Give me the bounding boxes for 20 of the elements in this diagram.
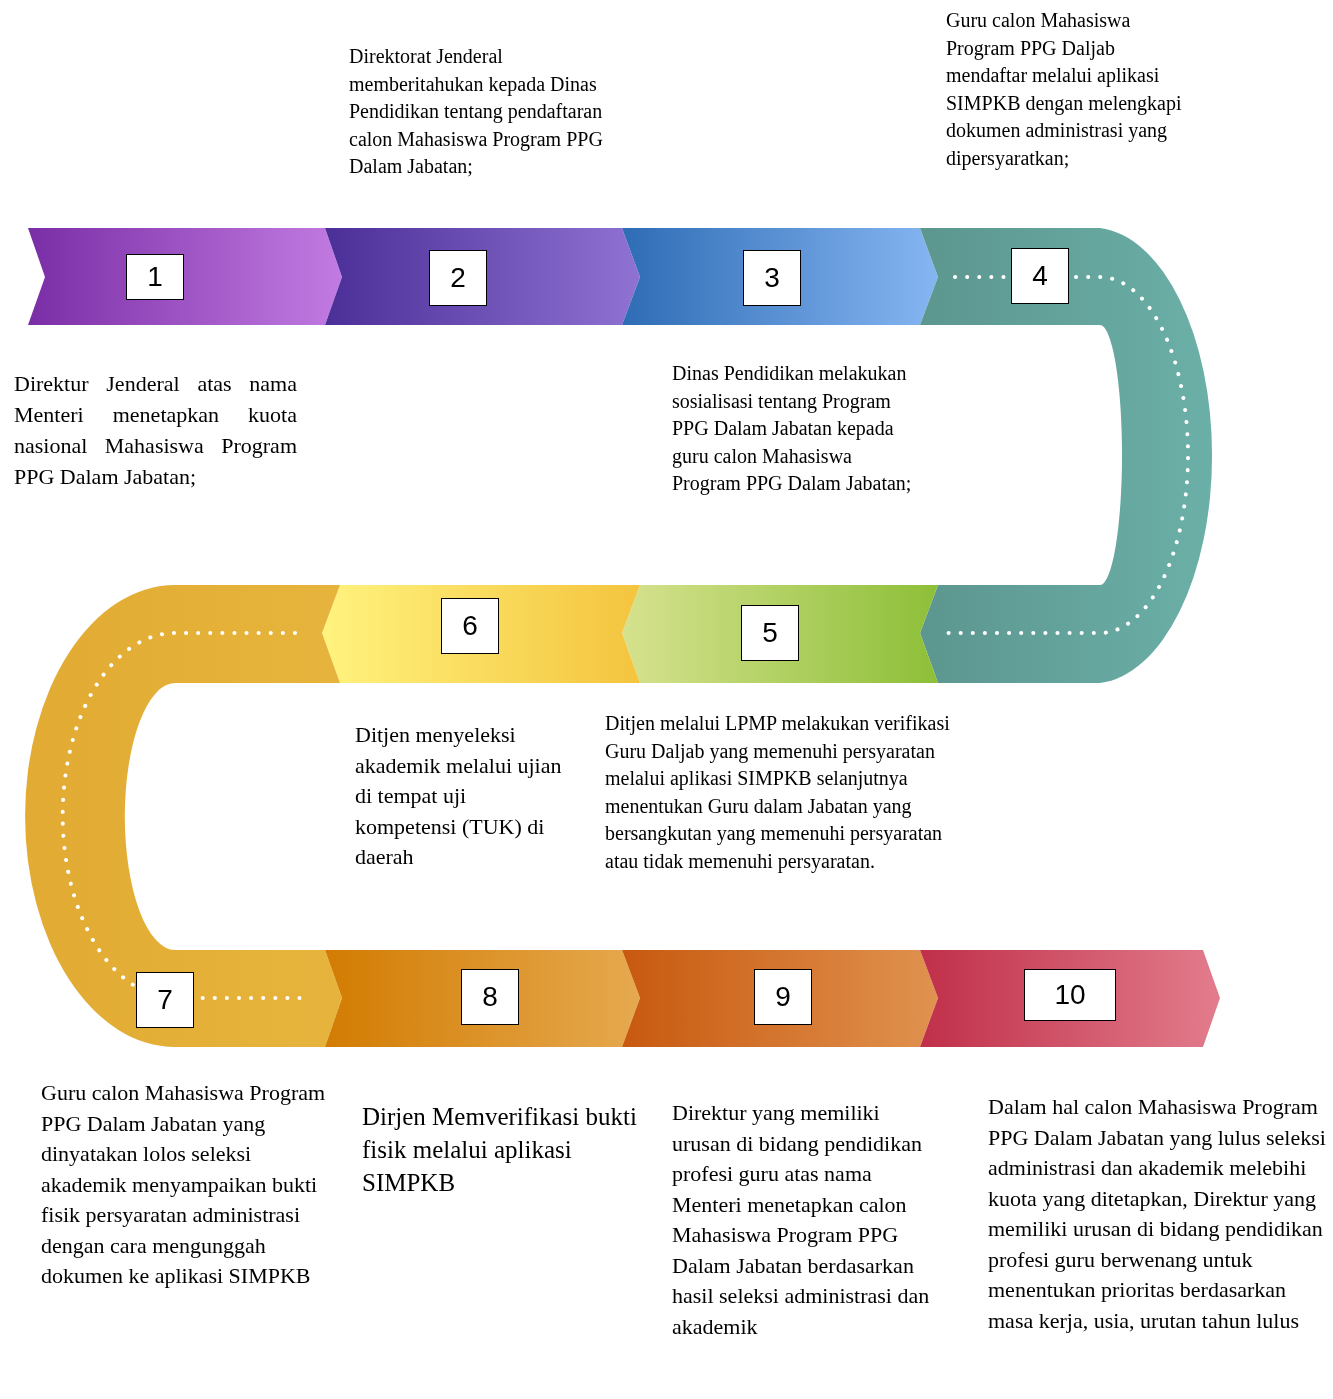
step-number: 7 bbox=[136, 972, 194, 1028]
step-description: Guru calon Mahasiswa Program PPG Daljab mendaftar melalui aplikasi SIMPKB dengan melengkapi dokumen administrasi yang dipersyaratkan; bbox=[946, 8, 1183, 172]
step-number: 4 bbox=[1011, 248, 1069, 304]
step-number: 8 bbox=[461, 969, 519, 1025]
step-description: Guru calon Mahasiswa Program PPG Dalam Jabatan yang dinyatakan lolos seleksi akademik menyampaikan bukti fisik persyaratan administrasi dengan cara mengunggah dokumen ke aplikasi SIMPKB bbox=[41, 1079, 326, 1290]
step-description: Dirjen Memverifikasi bukti fisik melalui aplikasi SIMPKB bbox=[362, 1102, 637, 1198]
step-description: Dalam hal calon Mahasiswa Program PPG Dalam Jabatan yang lulus seleksi administrasi dan akademik melebihi kuota yang ditetapkan, Direktur yang memiliki urusan di bidang pendidikan profesi guru berwenang untuk menentukan prioritas berdasarkan masa kerja, usia, urutan tahun lulus bbox=[988, 1093, 1327, 1335]
step-number: 10 bbox=[1024, 969, 1116, 1021]
step-number: 5 bbox=[741, 605, 799, 661]
step-number: 1 bbox=[126, 254, 184, 300]
step-description: Ditjen menyeleksi akademik melalui ujian di tempat uji kompetensi (TUK) di daerah bbox=[355, 721, 563, 871]
step-description: Dinas Pendidikan melakukan sosialisasi tentang Program PPG Dalam Jabatan kepada guru calon Mahasiswa Program PPG Dalam Jabatan; bbox=[672, 361, 912, 497]
step-number: 6 bbox=[441, 598, 499, 654]
step-number: 9 bbox=[754, 969, 812, 1025]
step-description: Direktur yang memiliki urusan di bidang pendidikan profesi guru atas nama Menteri menetapkan calon Mahasiswa Program PPG Dalam Jabatan berdasarkan hasil seleksi administrasi dan akademik bbox=[672, 1099, 931, 1341]
step-number: 3 bbox=[743, 250, 801, 306]
step-description: Direktur Jenderal atas nama Menteri menetapkan kuota nasional Mahasiswa Program PPG Dalam Jabatan; bbox=[14, 370, 297, 491]
step-description: Ditjen melalui LPMP melakukan verifikasi Guru Daljab yang memenuhi persyaratan melalui aplikasi SIMPKB selanjutnya menentukan Guru dalam Jabatan yang bersangkutan yang memenuhi persyaratan atau tidak memenuhi persyaratan. bbox=[605, 711, 951, 875]
step-number: 2 bbox=[429, 250, 487, 306]
step-description: Direktorat Jenderal memberitahukan kepada Dinas Pendidikan tentang pendaftaran calon Mahasiswa Program PPG Dalam Jabatan; bbox=[349, 44, 604, 179]
